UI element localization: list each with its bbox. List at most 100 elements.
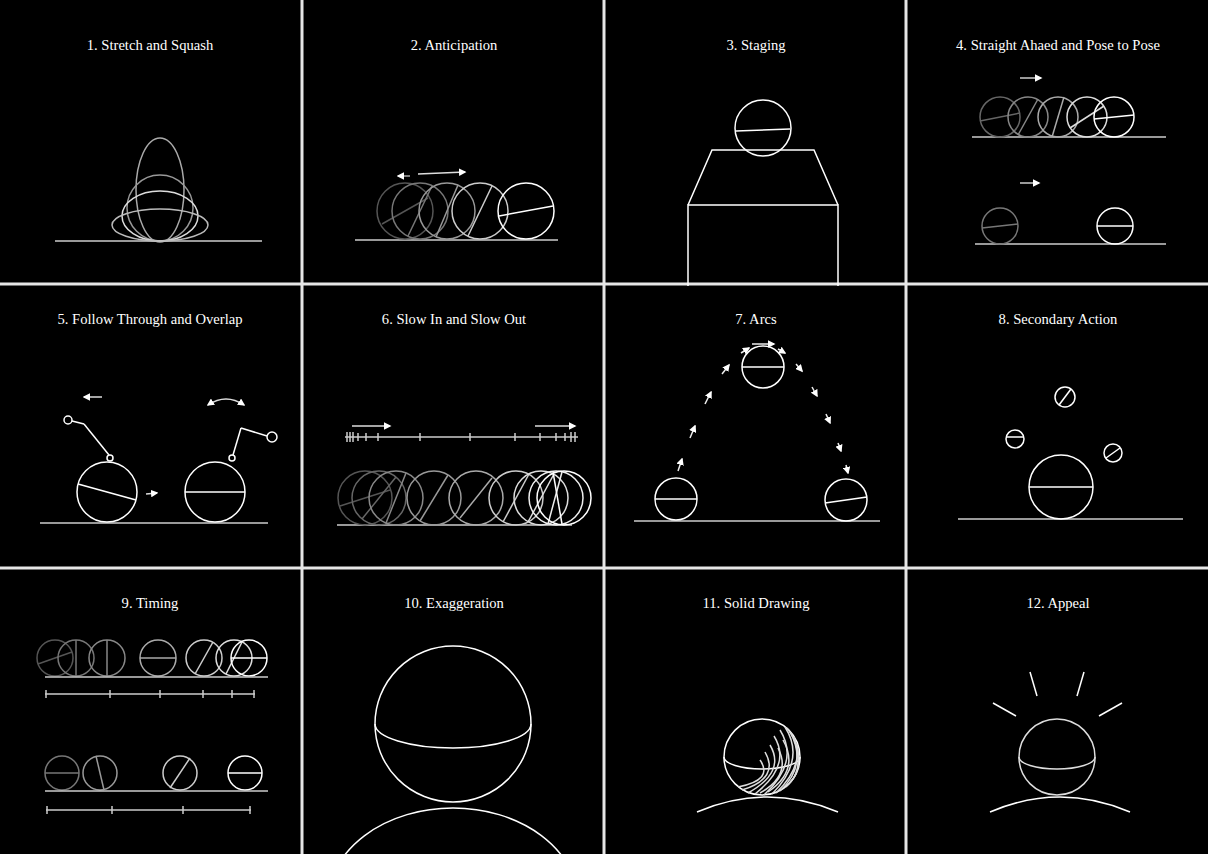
follow-through-part [72, 421, 84, 424]
grid-lines-part [603, 0, 606, 854]
timing-rows-part [231, 657, 267, 659]
solid-ball-part-part [742, 752, 769, 790]
appeal-ball-part [993, 703, 1016, 716]
slow-in-out-part [338, 471, 392, 525]
timing-rows-part [163, 756, 197, 790]
follow-through [40, 397, 277, 523]
staging-box-part [688, 205, 838, 286]
slow-in-out-part [460, 478, 492, 518]
slow-in-out-part [352, 471, 406, 525]
anticipation-ball-part [468, 186, 492, 236]
arc-path-part-part [838, 443, 841, 451]
timing-rows-part [46, 809, 251, 811]
panel-title: 5. Follow Through and Overlap [0, 310, 300, 328]
appeal-ball-part [1099, 703, 1122, 716]
arc-path-part-part [778, 349, 785, 353]
squash-ball-part [112, 209, 208, 241]
grid-lines-part [0, 567, 1208, 570]
arc-path-part [655, 478, 697, 520]
pose-balls-part [1097, 225, 1133, 227]
panel-title: 4. Straight Ahaed and Pose to Pose [908, 36, 1208, 54]
pose-balls [972, 78, 1166, 244]
follow-through-part [84, 424, 109, 455]
anticipation-ball [355, 172, 558, 240]
pose-balls-part [1070, 106, 1104, 128]
pose-balls-part [1008, 97, 1048, 137]
panel-title: 1. Stretch and Squash [0, 36, 300, 54]
secondary-balls [958, 387, 1183, 519]
solid-ball-part [738, 727, 799, 795]
principle-panel: 11. Solid Drawing [606, 570, 906, 854]
staging-box-part [735, 100, 791, 156]
principle-panel: 10. Exaggeration [304, 570, 604, 854]
arc-path-part-part [722, 365, 729, 374]
follow-through-part [233, 428, 241, 455]
squash-ball [55, 138, 262, 242]
arc-path-part [655, 498, 697, 500]
anticipation-ball-part [418, 172, 465, 174]
arc-path-part-part [705, 392, 711, 404]
timing-rows-part [140, 640, 176, 676]
arc-path-part-part [846, 465, 848, 473]
slow-in-out-part [535, 425, 575, 427]
timing-rows-part [47, 806, 250, 814]
staging-box-part [736, 129, 790, 131]
appeal-ball-part [1030, 672, 1037, 696]
pose-balls-part [1094, 115, 1134, 119]
secondary-balls-part [1104, 444, 1122, 462]
timing-rows-part [89, 640, 125, 676]
secondary-balls-part [1055, 387, 1075, 407]
secondary-balls-part [1006, 430, 1024, 448]
panel-title: 12. Appeal [908, 594, 1208, 612]
anticipation-ball-part [419, 183, 475, 239]
follow-through-part [146, 493, 157, 494]
slow-in-out-part [553, 472, 562, 524]
grid-lines-part [301, 0, 304, 854]
timing-rows-part [45, 772, 79, 774]
follow-through-part [229, 455, 235, 461]
timing-rows-part [45, 756, 79, 790]
pose-balls-part [1020, 182, 1039, 184]
principle-panel: 8. Secondary Action [908, 286, 1208, 566]
pose-balls-part [982, 208, 1018, 244]
solid-ball-part-part [738, 760, 764, 787]
anticipation-ball-part [408, 186, 432, 236]
slow-in-out-part [503, 474, 529, 522]
follow-through-part [40, 522, 268, 524]
timing-rows-part [83, 756, 117, 790]
arc-path-part [742, 366, 784, 368]
timing-rows-part [231, 640, 267, 676]
follow-through-part [185, 491, 245, 493]
principle-panel: 4. Straight Ahaed and Pose to Pose [908, 0, 1208, 282]
slow-in-out-part [386, 473, 406, 523]
follow-through-part [208, 399, 244, 405]
follow-through-part [107, 455, 113, 461]
principle-panel: 5. Follow Through and Overlap [0, 286, 300, 566]
timing-rows-part [195, 642, 213, 674]
follow-through-part [84, 396, 102, 398]
arc-path-part [742, 346, 784, 388]
arc-path-part-part [796, 364, 802, 371]
timing-rows-part [38, 652, 72, 664]
slow-in-out-part [340, 490, 390, 506]
follow-through-part [267, 432, 277, 442]
secondary-balls-part [958, 518, 1183, 520]
timing-rows-part [228, 772, 262, 774]
slow-in-out-part [347, 432, 575, 442]
exaggerated-ball [328, 646, 578, 854]
anticipation-ball-part [392, 183, 448, 239]
timing-rows-part [45, 693, 255, 695]
arc-path-part [678, 344, 848, 473]
pose-balls-part [1018, 99, 1038, 135]
slow-in-out-part [514, 471, 568, 525]
principle-panel: 1. Stretch and Squash [0, 0, 300, 282]
squash-ball-part [136, 138, 184, 242]
solid-ball-part [724, 719, 800, 795]
pose-balls-part [980, 113, 1020, 121]
timing-rows-part [45, 676, 268, 678]
panel-title: 3. Staging [606, 36, 906, 54]
